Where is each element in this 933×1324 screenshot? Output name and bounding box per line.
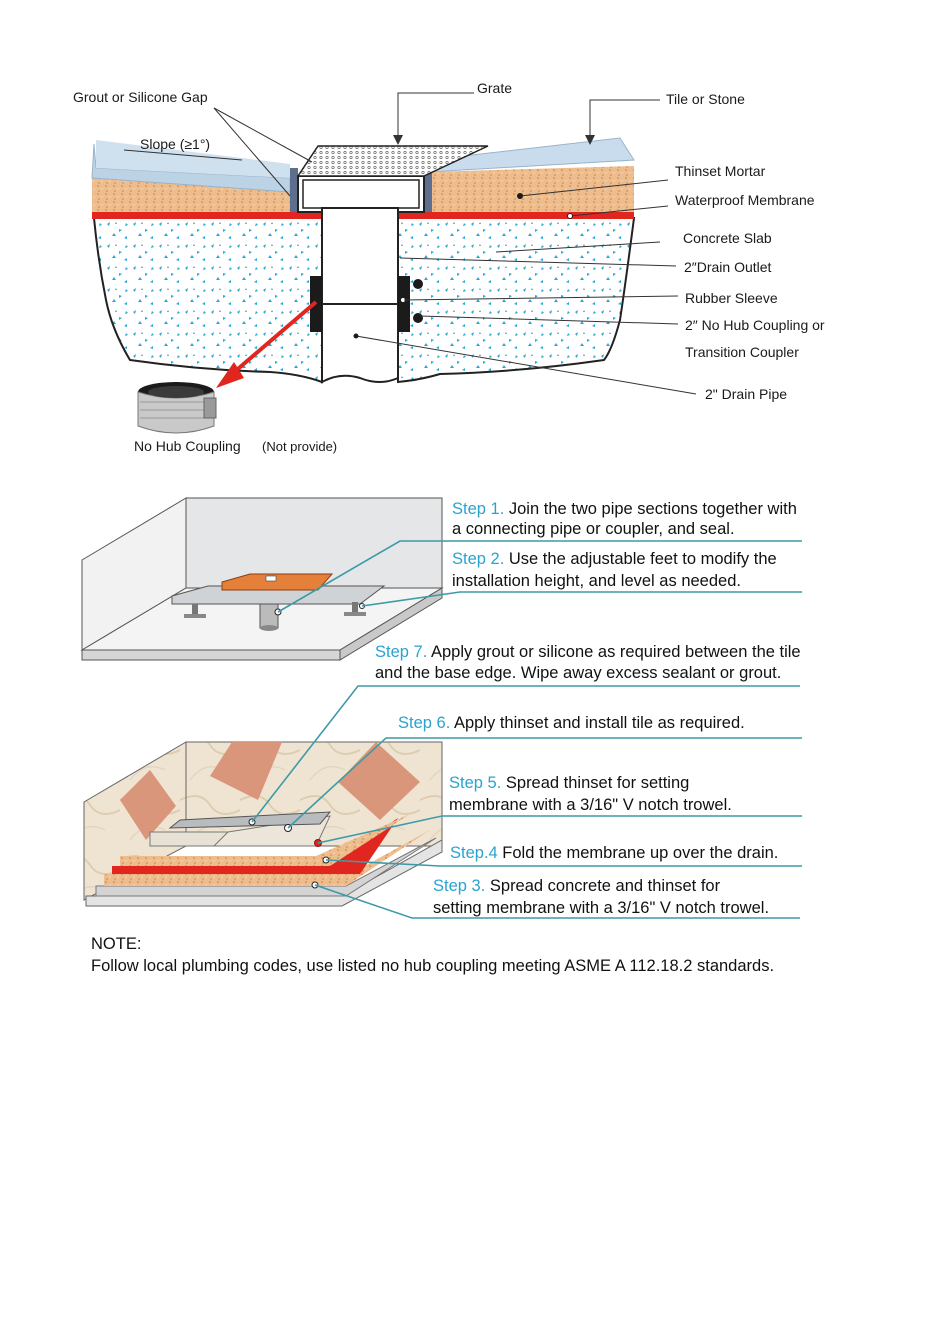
adjustable-foot: [192, 604, 198, 616]
silicone-gap-left: [290, 168, 298, 212]
svg-text:Step 3. Spread concrete and: Step 3. Spread concrete and thinset for: [433, 877, 721, 895]
no-hub-coupling-icon: [137, 382, 217, 434]
thinset-layer-upper: [120, 814, 410, 866]
step-1-number: Step 1.: [452, 500, 504, 518]
label-sleeve: Rubber Sleeve: [685, 290, 778, 306]
step-5-number: Step 5.: [449, 774, 501, 792]
svg-text:Step.4 Fold the membrane up ov: Step.4 Fold the membrane up over the dra…: [450, 844, 778, 862]
step-7-number: Step 7.: [375, 643, 427, 661]
label-tile: Tile or Stone: [666, 91, 745, 107]
silicone-gap-right: [424, 168, 432, 212]
label-pipe: 2" Drain Pipe: [705, 386, 787, 402]
step-7-text: Step 7. Apply grout or silicone as requi…: [375, 643, 801, 682]
step-5-line2: membrane with a 3/16" V notch trowel.: [449, 796, 732, 814]
waterproof-membrane: [92, 212, 323, 219]
level-tool-icon: [221, 573, 334, 591]
step-1-line2: a connecting pipe or coupler, and seal.: [452, 520, 735, 538]
step-6-text: Step 6. Apply thinset and install tile a…: [398, 714, 745, 732]
coupling-bolt-icon: [413, 313, 423, 323]
svg-text:Step 2. Use the adjustable fee: Step 2. Use the adjustable feet to modif…: [452, 550, 777, 568]
svg-text:Step 5. Spread thinset for set: Step 5. Spread thinset for setting: [449, 774, 689, 792]
red-arrow: [230, 300, 318, 376]
label-no-hub: No Hub Coupling: [134, 438, 241, 454]
label-no-hub-note: (Not provide): [262, 439, 337, 454]
step-4-number: Step.4: [450, 844, 498, 862]
cross-section-diagram: Grout or Silicone Gap Grate Tile or Ston…: [73, 80, 825, 454]
label-grate: Grate: [477, 80, 512, 96]
step-7-line2: and the base edge. Wipe away excess seal…: [375, 664, 781, 682]
step-4-text: Step.4 Fold the membrane up over the dra…: [450, 844, 778, 862]
step-3-text: Step 3. Spread concrete and thinset for …: [433, 877, 769, 917]
thinset-mortar: [92, 178, 290, 212]
decor-tile: [338, 742, 420, 820]
step-5-text: Step 5. Spread thinset for setting membr…: [449, 774, 732, 814]
step-7-line1: Apply grout or silicone as required betw…: [427, 643, 800, 661]
drain-outlet: [321, 207, 399, 305]
step-2-line2: installation height, and level as needed…: [452, 572, 741, 590]
tile-top: [96, 140, 290, 178]
step-1-2-illustration: [80, 497, 802, 661]
step-3-line1: Spread concrete and thinset for: [485, 877, 720, 895]
thinset-layer-lower: [104, 830, 430, 886]
label-coupling-line1: 2″ No Hub Coupling or: [685, 317, 825, 333]
note-title: NOTE:: [91, 935, 141, 953]
svg-text:Step 1. Join the two pipe sect: Step 1. Join the two pipe sections toget…: [452, 500, 797, 518]
step-5-line1: Spread thinset for setting: [501, 774, 689, 792]
step-4-line1: Fold the membrane up over the drain.: [498, 844, 779, 862]
grate: [296, 145, 489, 177]
step-2-line1: Use the adjustable feet to modify the: [504, 550, 776, 568]
label-slope: Slope (≥1°): [140, 136, 210, 152]
step-3-number: Step 3.: [433, 877, 485, 895]
label-grout-gap: Grout or Silicone Gap: [73, 89, 208, 105]
note-text: Follow local plumbing codes, use listed …: [91, 957, 774, 975]
thinset-mortar-right: [428, 166, 634, 212]
label-concrete: Concrete Slab: [683, 230, 772, 246]
step-1-line1: Join the two pipe sections together with: [504, 500, 797, 518]
drain-pipe: [321, 303, 399, 384]
coupling-bolt-icon: [413, 279, 423, 289]
svg-text:Step 7. Apply grout or silicon: Step 7. Apply grout or silicone as requi…: [375, 643, 801, 661]
step-6-number: Step 6.: [398, 714, 450, 732]
step-2-text: Step 2. Use the adjustable feet to modif…: [452, 550, 777, 590]
decor-tile: [210, 742, 282, 800]
label-thinset: Thinset Mortar: [675, 163, 766, 179]
rubber-sleeve-right: [398, 276, 410, 332]
concrete-slab-right: [397, 217, 636, 384]
concrete-slab: [92, 217, 323, 384]
label-coupling-line2: Transition Coupler: [685, 344, 799, 360]
adjustable-foot: [352, 602, 358, 614]
svg-text:Step 6. Apply thinset and inst: Step 6. Apply thinset and install tile a…: [398, 714, 745, 732]
step-1-text: Step 1. Join the two pipe sections toget…: [452, 500, 797, 538]
decor-tile: [120, 770, 176, 840]
step-3-7-illustration: [83, 685, 802, 919]
label-outlet: 2″Drain Outlet: [684, 259, 772, 275]
membrane-layer: [112, 818, 398, 874]
drain-pipe-stub: [259, 603, 279, 629]
step-2-number: Step 2.: [452, 550, 504, 568]
waterproof-membrane-right: [398, 212, 634, 219]
label-membrane: Waterproof Membrane: [675, 192, 815, 208]
red-arrow-head-icon: [216, 362, 244, 388]
step-3-line2: setting membrane with a 3/16" V notch tr…: [433, 899, 769, 917]
step-6-line1: Apply thinset and install tile as requir…: [450, 714, 744, 732]
